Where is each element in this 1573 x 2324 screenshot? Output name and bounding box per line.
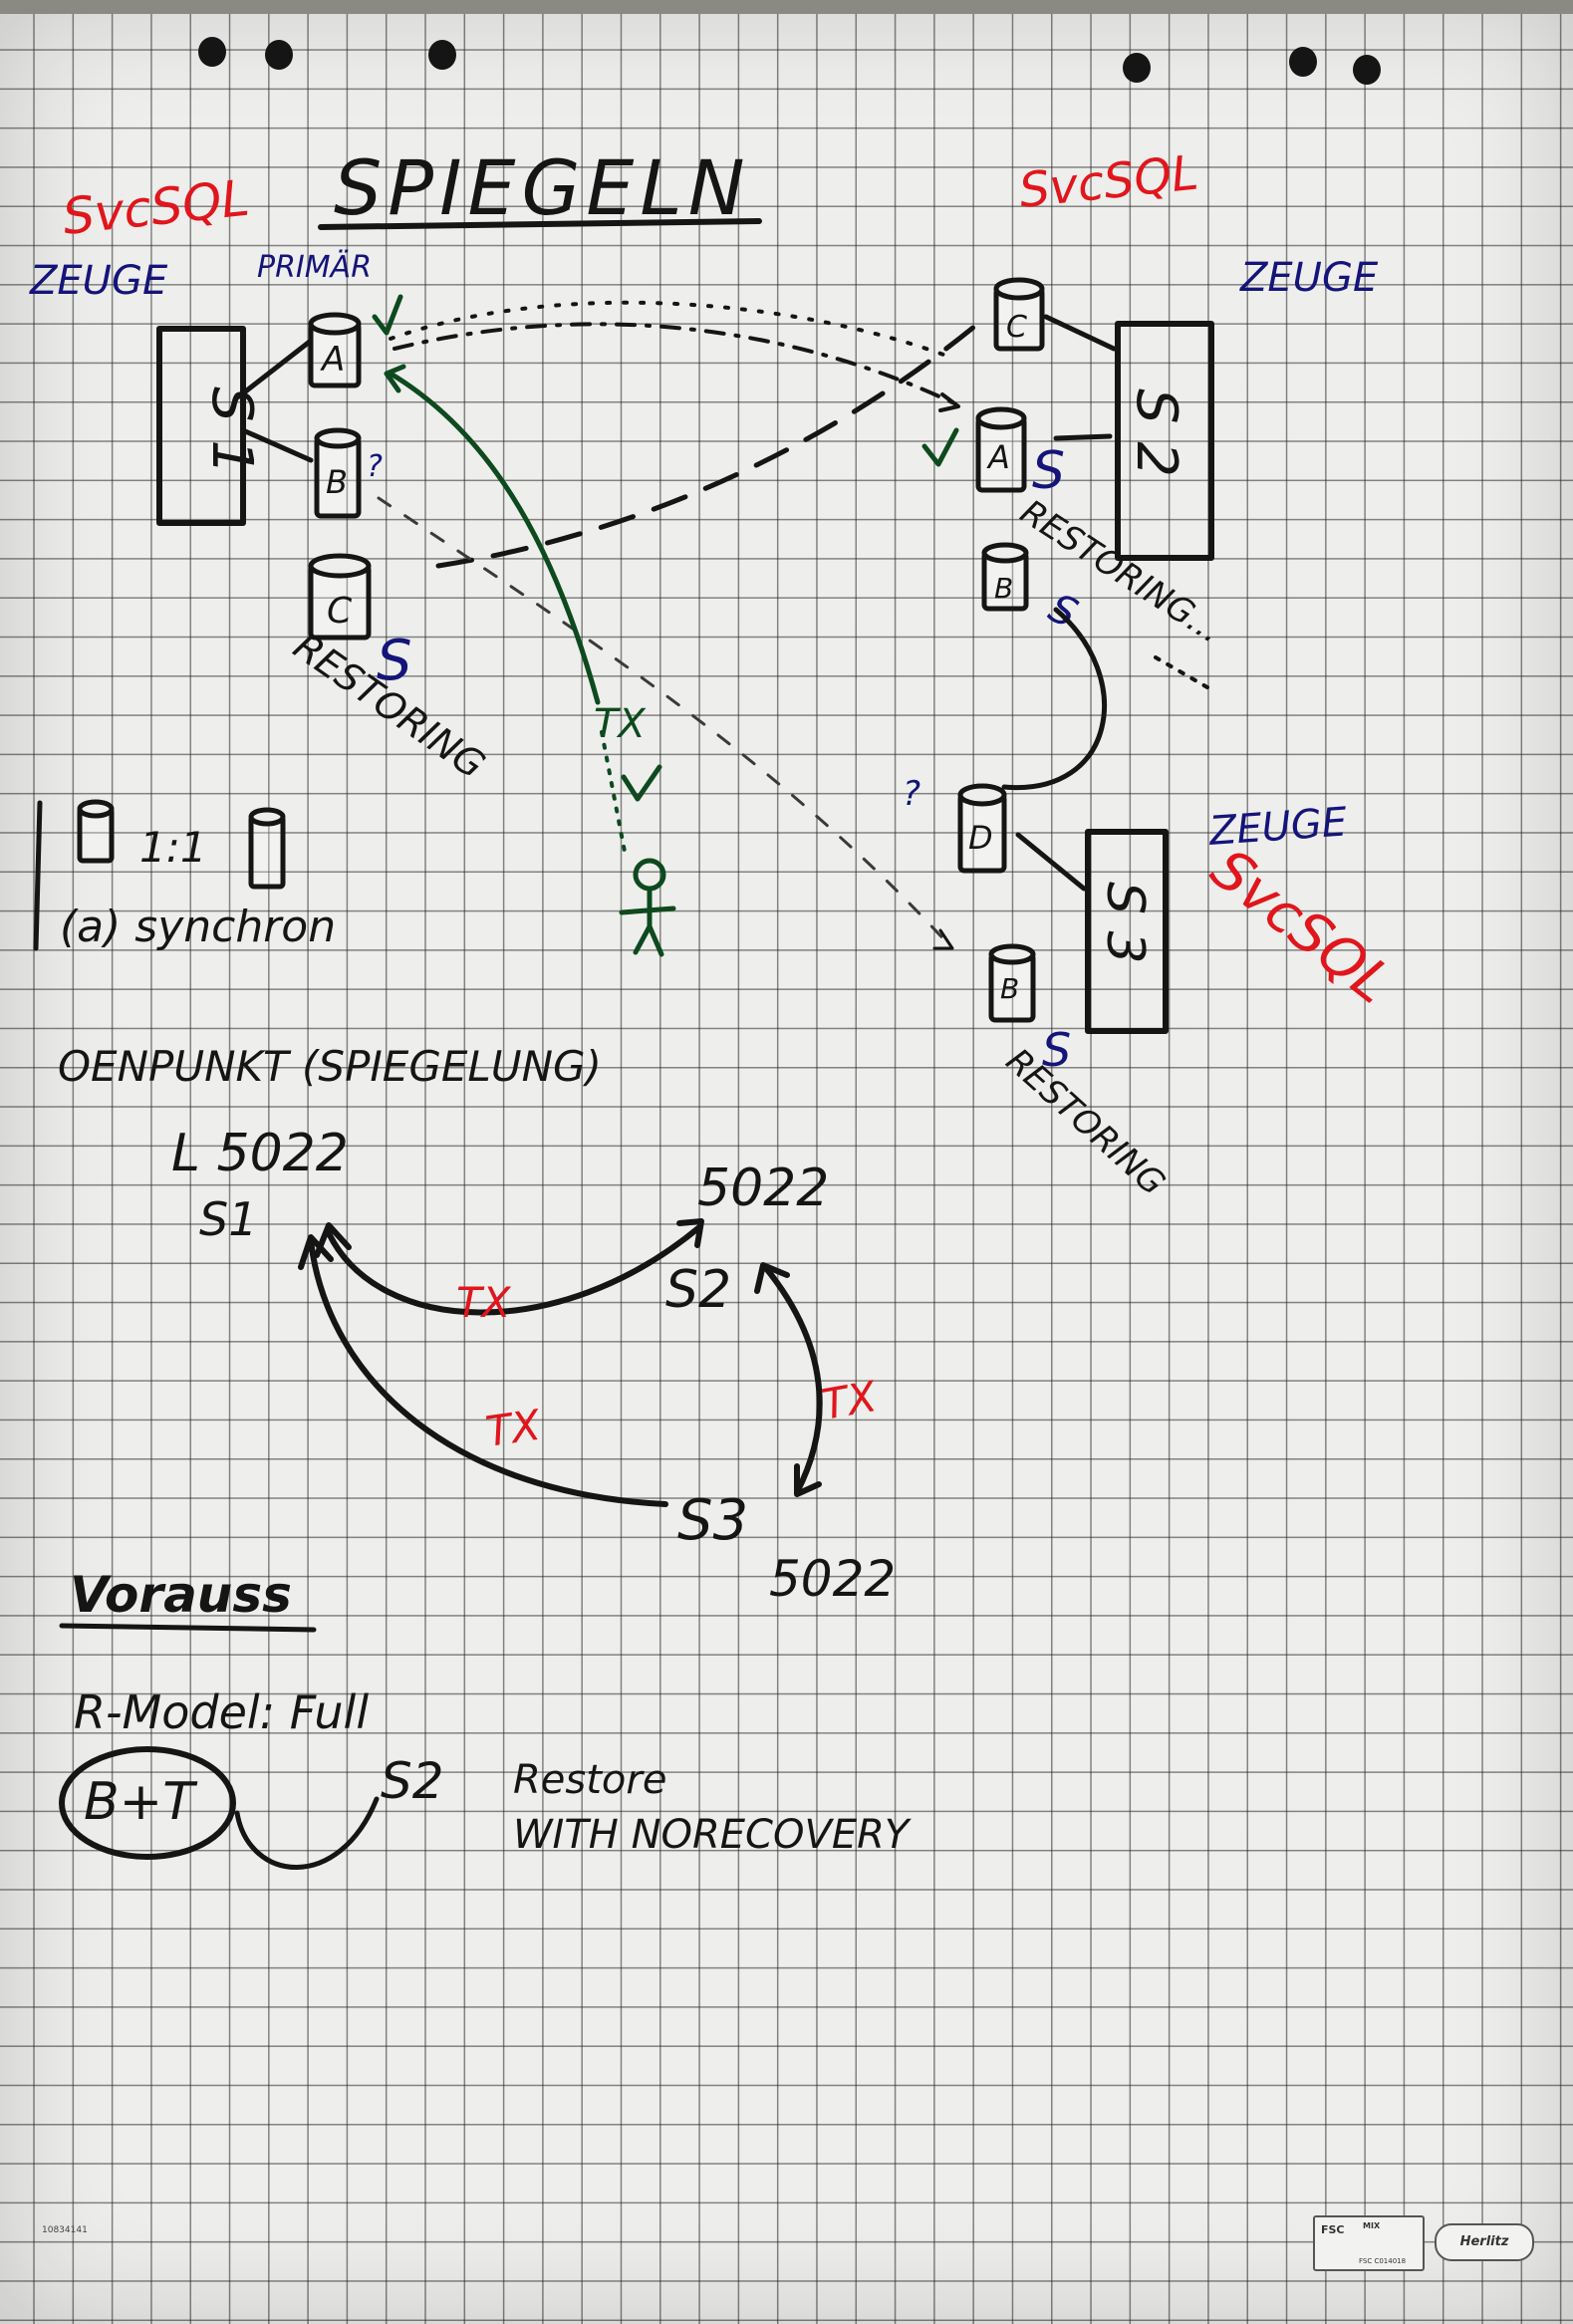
db-d-icon	[957, 783, 1007, 874]
s2-svc-label: SvcSQL	[1016, 144, 1200, 219]
fsc-text: FSC	[1321, 2223, 1345, 2236]
legend-ratio: 1:1	[139, 823, 207, 872]
prereq-backup-circle	[59, 1746, 236, 1860]
legend-db-icon-2	[248, 807, 286, 890]
db-c-icon	[308, 553, 372, 641]
s1-s-mark: S	[377, 629, 412, 693]
mirror-link-a-dashdot	[393, 322, 956, 405]
s2-check-icon	[921, 427, 959, 467]
endpoint-s2-s3-arrow	[762, 1264, 823, 1495]
endpoint-s1-label: S1	[199, 1192, 257, 1246]
server-s1-label: S 1	[199, 387, 264, 475]
s1-check-icon	[372, 294, 403, 336]
fsc-mix-text: MIX	[1363, 2221, 1381, 2230]
endpoint-s3-port: 5022	[769, 1550, 896, 1608]
prereq-heading: Vorauss	[70, 1566, 292, 1624]
db-b-s2-label: B	[994, 572, 1013, 605]
prereq-backup-link	[234, 1796, 380, 1870]
binder-holes	[198, 37, 1381, 85]
fsc-code: FSC C014018	[1359, 2257, 1407, 2265]
server-s3-label: S 3	[1095, 882, 1155, 964]
db-a-primary-icon	[308, 312, 362, 388]
s1-svc-label: SvcSQL	[60, 169, 252, 246]
legend-sync: (a) synchron	[60, 902, 336, 952]
prereq-norecovery: WITH NORECOVERY	[513, 1812, 913, 1858]
db-c-s2-connector	[1043, 314, 1117, 352]
endpoint-s1-port: L 5022	[171, 1124, 349, 1183]
db-a-mirror-icon	[975, 406, 1027, 493]
page-title: SPIEGELN	[334, 143, 751, 232]
prereq-underline	[59, 1623, 317, 1633]
brand-logo: Herlitz	[1435, 2223, 1534, 2261]
db-b-icon	[314, 427, 362, 519]
endpoint-s2-s3-head-bottom	[794, 1463, 822, 1497]
mirror-link-a-arrow	[938, 392, 960, 412]
endpoint-tx-1: TX	[456, 1278, 512, 1327]
endpoint-s2-s3-head-top	[754, 1262, 790, 1294]
mirror-link-b-dashed	[377, 496, 950, 946]
s1-to-db-b-line	[240, 427, 314, 463]
legend-bar	[33, 800, 43, 951]
server-s2-label: S 2	[1124, 388, 1188, 477]
endpoint-s1-s3-arrow	[308, 1238, 668, 1507]
legend-db-icon-1	[77, 799, 115, 864]
prereq-target: S2	[381, 1752, 444, 1810]
db-b-s2-icon	[981, 542, 1029, 612]
endpoint-s3-label: S3	[677, 1488, 748, 1553]
db-c-s2-icon	[993, 277, 1045, 352]
fsc-logo: FSC MIX FSC C014018	[1313, 2215, 1425, 2271]
client-check-icon	[621, 764, 662, 802]
server-s3-box	[1085, 829, 1169, 1034]
client-user-icon	[619, 858, 676, 957]
prereq-restore: Restore	[513, 1757, 666, 1803]
endpoint-s1-s3-head	[298, 1234, 334, 1270]
s3-witness-label: ZEUGE	[1206, 799, 1349, 855]
server-s2-box	[1115, 321, 1214, 561]
db-b-question-mark: ?	[367, 449, 383, 484]
mirror-link-c-dashed	[435, 314, 989, 569]
s1-witness-label: ZEUGE	[29, 258, 168, 304]
mirror-link-a-dotted	[389, 300, 956, 361]
client-tx-dotted	[600, 730, 628, 859]
s1-to-db-a-line	[236, 338, 314, 399]
db-b-s3-icon	[988, 943, 1036, 1023]
sheet-top-edge	[0, 0, 1573, 14]
db-a-mirror-label: A	[986, 438, 1010, 476]
db-d-connector	[1015, 832, 1087, 892]
db-a-mirror-connector	[1053, 433, 1113, 441]
mirror-link-b-arrow	[932, 928, 954, 950]
s2-to-s3-curve	[1001, 607, 1107, 791]
endpoint-s1-s2-head-right	[676, 1218, 704, 1248]
client-tx-arrow	[388, 371, 601, 705]
restoring-dots-line	[1154, 655, 1209, 689]
s3-s-mark: S	[1042, 1023, 1071, 1077]
endpoint-s1-s2-arrow	[326, 1224, 702, 1316]
s3-svc-label: SvcSQL	[1198, 837, 1404, 1017]
s2-witness-label: ZEUGE	[1239, 255, 1379, 301]
db-d-label: D	[968, 819, 993, 857]
endpoint-title: OENPUNKT (SPIEGELUNG)	[58, 1042, 602, 1091]
endpoint-s2-port: 5022	[697, 1159, 829, 1218]
client-tx-arrowhead	[384, 364, 406, 393]
db-c-label: C	[327, 591, 353, 632]
db-d-question-mark: ?	[903, 774, 920, 814]
server-s1-box	[156, 326, 246, 526]
primary-label: PRIMÄR	[257, 249, 372, 285]
s2-s-mark: S	[1032, 441, 1065, 501]
client-tx-label: TX	[594, 701, 647, 747]
db-a-label: A	[320, 340, 345, 380]
db-c-s2-label: C	[1006, 310, 1027, 345]
article-number: 10834141	[42, 2225, 88, 2235]
endpoint-tx-2: TX	[483, 1401, 545, 1456]
title-underline	[318, 218, 762, 230]
prereq-rmodel: R-Model: Full	[74, 1685, 369, 1739]
endpoint-tx-3: TX	[818, 1372, 881, 1429]
s3-restoring-label: RESTORING	[998, 1041, 1173, 1203]
db-b-label: B	[326, 463, 348, 501]
db-b-s3-label: B	[1000, 972, 1019, 1005]
prereq-backup: B+T	[84, 1772, 198, 1832]
endpoint-s2-label: S2	[665, 1260, 731, 1320]
